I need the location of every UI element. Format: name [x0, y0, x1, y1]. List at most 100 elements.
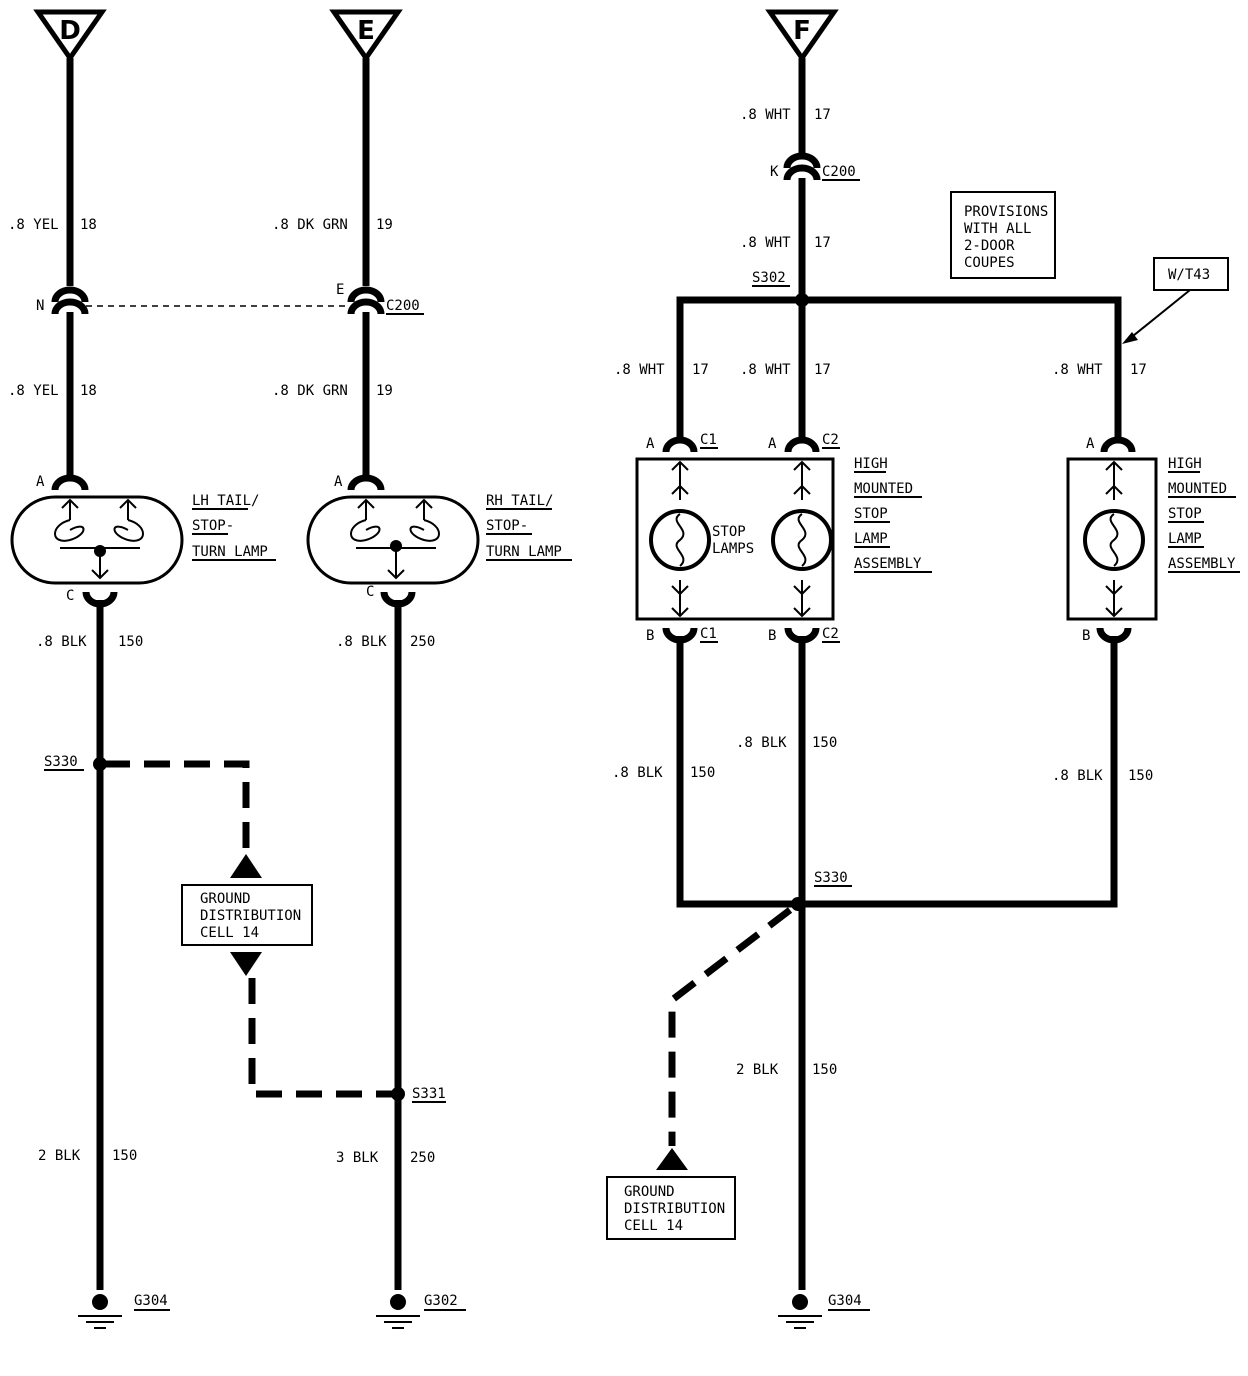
splice-s331	[391, 1087, 405, 1101]
wire-size-label: .8 BLK	[612, 765, 663, 781]
ground-distribution-right: GROUND DISTRIBUTION CELL 14	[606, 907, 793, 1240]
ground-distribution-left: GROUND DISTRIBUTION CELL 14	[104, 760, 392, 1098]
ground-label: G302	[424, 1293, 458, 1309]
lamp-pin-label: C	[366, 584, 374, 600]
connector-pin-label: E	[336, 282, 344, 298]
circuit-number-label: 17	[814, 235, 831, 251]
wire-size-label: .8 DK GRN	[272, 383, 348, 399]
lamp-pin-label: C	[66, 588, 74, 604]
pin-label: A	[1086, 436, 1095, 452]
wire-size-label: 3 BLK	[336, 1150, 379, 1166]
circuit-e: E .8 DK GRN 19 E C200 .8 DK GRN 19 A RH …	[272, 9, 572, 1329]
splice-s330	[93, 757, 107, 771]
wire-size-label: .8 BLK	[736, 735, 787, 751]
assembly-label: STOP	[1168, 506, 1202, 522]
ground-distribution-label: GROUND	[624, 1184, 675, 1200]
lamp-pin-label: A	[334, 474, 343, 490]
wire-size-label: 2 BLK	[736, 1062, 779, 1078]
ground-distribution-label: GROUND	[200, 891, 251, 907]
circuit-number-label: 150	[812, 1062, 837, 1078]
circuit-number-label: 17	[1130, 362, 1147, 378]
assembly-label: ASSEMBLY	[1168, 556, 1236, 572]
lamp-label: STOP-	[192, 518, 234, 534]
stop-lamps-label: STOP	[712, 524, 746, 540]
lamp-label: LH TAIL/	[192, 493, 259, 509]
circuit-d-letter: D	[59, 16, 81, 46]
wire-size-label: .8 BLK	[1052, 768, 1103, 784]
assembly-label: MOUNTED	[854, 481, 913, 497]
ground-distribution-box	[181, 884, 313, 946]
pin-label: A	[768, 436, 777, 452]
ground-distribution-box	[606, 1176, 736, 1240]
splice-s302	[795, 293, 809, 307]
circuit-e-flag	[329, 9, 403, 63]
note-label: COUPES	[964, 255, 1015, 271]
circuit-f: F .8 WHT 17 K C200 .8 WHT 17 S302 PROVIS…	[612, 9, 1240, 1329]
lamp-label: STOP-	[486, 518, 528, 534]
splice-label: S330	[44, 754, 78, 770]
connector-label: C1	[700, 626, 717, 642]
wire-size-label: .8 WHT	[740, 107, 791, 123]
circuit-number-label: 150	[118, 634, 143, 650]
circuit-d-flag	[33, 9, 107, 63]
lh-tail-lamp	[10, 495, 184, 585]
assembly-label: LAMP	[1168, 531, 1202, 547]
wire-size-label: .8 DK GRN	[272, 217, 348, 233]
wire-size-label: .8 WHT	[740, 235, 791, 251]
option-tag-label: W/T43	[1168, 267, 1210, 283]
circuit-number-label: 18	[80, 383, 97, 399]
assembly-label: ASSEMBLY	[854, 556, 922, 572]
connector-label: C200	[822, 164, 856, 180]
assembly-label: HIGH	[1168, 456, 1202, 472]
ground-label: G304	[828, 1293, 862, 1309]
wire-size-label: .8 WHT	[1052, 362, 1103, 378]
connector-label: C200	[386, 298, 420, 314]
option-tag	[1153, 257, 1229, 291]
circuit-number-label: 150	[812, 735, 837, 751]
rh-tail-lamp	[306, 495, 480, 585]
note-label: 2-DOOR	[964, 238, 1015, 254]
connector-pin-label: K	[770, 164, 779, 180]
circuit-f-flag	[765, 9, 839, 63]
provisions-note	[950, 191, 1056, 279]
circuit-number-label: 18	[80, 217, 97, 233]
splice-label: S331	[412, 1086, 446, 1102]
stop-lamps-label: LAMPS	[712, 541, 754, 557]
splice-s330-f	[791, 897, 805, 911]
circuit-number-label: 150	[690, 765, 715, 781]
circuit-number-label: 250	[410, 1150, 435, 1166]
pin-label: B	[1082, 628, 1090, 644]
assembly-label: STOP	[854, 506, 888, 522]
circuit-number-label: 17	[692, 362, 709, 378]
circuit-number-label: 19	[376, 217, 393, 233]
splice-label: S330	[814, 870, 848, 886]
ground-distribution-label: CELL 14	[624, 1218, 683, 1234]
circuit-number-label: 250	[410, 634, 435, 650]
ground-distribution-label: DISTRIBUTION	[624, 1201, 725, 1217]
circuit-number-label: 150	[1128, 768, 1153, 784]
circuit-f-letter: F	[793, 16, 811, 46]
wire-size-label: .8 BLK	[336, 634, 387, 650]
lamp-label: TURN LAMP	[192, 544, 268, 560]
ground-label: G304	[134, 1293, 168, 1309]
circuit-number-label: 17	[814, 362, 831, 378]
circuit-d: D .8 YEL 18 N .8 YEL 18 A LH TAIL/ STOP-…	[8, 9, 276, 1329]
connector-label: C2	[822, 626, 839, 642]
assembly-label: HIGH	[854, 456, 888, 472]
wire-size-label: .8 BLK	[36, 634, 87, 650]
connector-pin-label: N	[36, 298, 44, 314]
assembly-label: MOUNTED	[1168, 481, 1227, 497]
wire-size-label: .8 YEL	[8, 217, 59, 233]
wire-size-label: .8 WHT	[740, 362, 791, 378]
circuit-number-label: 19	[376, 383, 393, 399]
assembly-label: LAMP	[854, 531, 888, 547]
connector-label: C1	[700, 432, 717, 448]
lamp-label: TURN LAMP	[486, 544, 562, 560]
ground-distribution-label: DISTRIBUTION	[200, 908, 301, 924]
circuit-e-letter: E	[357, 16, 375, 46]
wire-size-label: .8 YEL	[8, 383, 59, 399]
circuit-number-label: 17	[814, 107, 831, 123]
connector-label: C2	[822, 432, 839, 448]
lamp-label: RH TAIL/	[486, 493, 553, 509]
